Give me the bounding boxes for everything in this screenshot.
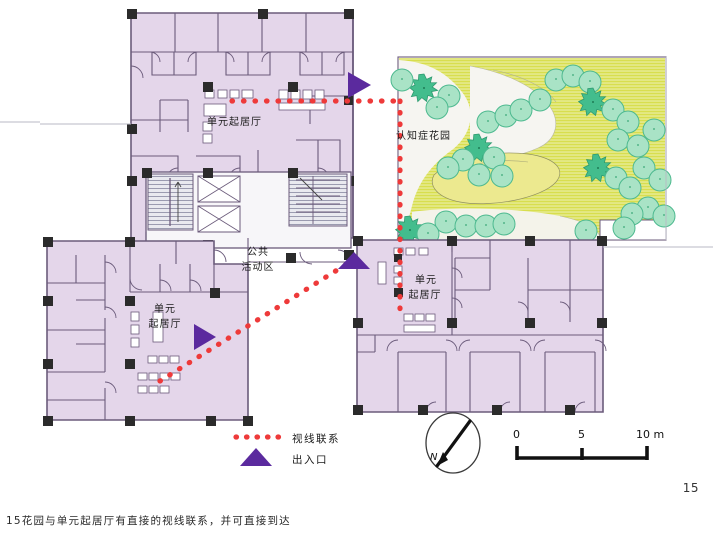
compass-north-label: N: [430, 452, 438, 463]
west-wing-building: [43, 237, 253, 426]
label-unit-living-room-west-line2: 起居厅: [148, 319, 182, 330]
label-dementia-garden: 认知症花园: [396, 131, 451, 142]
central-core: [142, 168, 354, 265]
legend-label-entrance: 出入口: [292, 454, 328, 466]
entrance-markers: [194, 72, 371, 350]
legend: [233, 434, 283, 466]
entrance-triangle-north: [348, 72, 371, 98]
legend-triangle-icon: [240, 448, 272, 466]
sightline-paths: [157, 98, 403, 384]
label-public-activity-line1: 公共: [247, 247, 269, 258]
page-number: 15: [682, 481, 699, 495]
figure-caption: 15花园与单元起居厅有直接的视线联系，并可直接到达: [6, 515, 291, 527]
label-unit-living-room-east-line2: 起居厅: [408, 290, 442, 301]
label-unit-living-room-north: 单元起居厅: [207, 117, 262, 128]
label-public-activity-line2: 活动区: [241, 262, 275, 273]
scale-tick-10: 10 m: [636, 428, 665, 441]
label-unit-living-room-east-line1: 单元: [415, 275, 437, 286]
scale-bar: [515, 446, 649, 460]
scale-tick-5: 5: [578, 428, 585, 441]
label-unit-living-room-west-line1: 单元: [154, 304, 176, 315]
entrance-triangle-east: [338, 252, 370, 269]
entrance-triangle-west: [194, 324, 216, 350]
legend-label-sightline: 视线联系: [292, 433, 340, 445]
east-wing-building: [353, 236, 607, 415]
site-reference-lines: [0, 57, 713, 248]
compass-rose: [425, 412, 481, 474]
scale-tick-0: 0: [513, 428, 520, 441]
